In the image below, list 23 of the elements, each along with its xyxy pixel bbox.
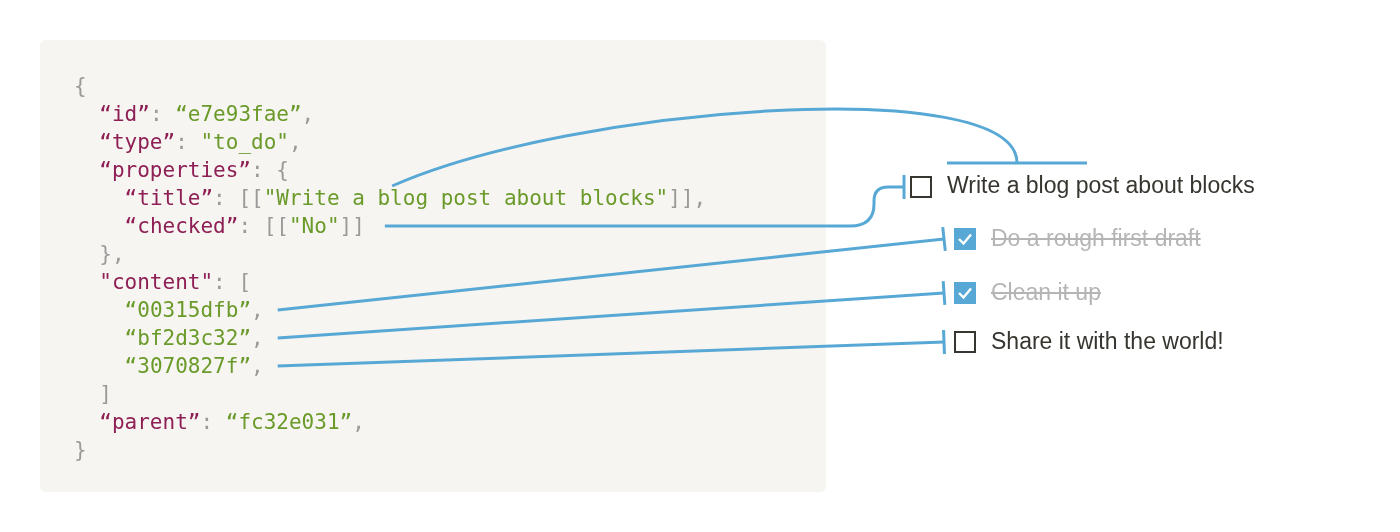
leader-line [277,225,947,312]
code-line: “title”: [["Write a blog post about blocks"]], [124,184,707,212]
code-line: “bf2d3c32”, [124,324,264,352]
code-line: “00315dfb”, [124,296,264,324]
leader-line [277,328,946,368]
code-line: “parent”: “fc32e031”, [99,408,365,436]
code-line: “3070827f”, [124,352,264,380]
leader-line [277,279,947,340]
checkbox-icon [954,331,976,353]
code-line: “type”: "to_do", [99,128,302,156]
code-line: “id”: “e7e93fae”, [99,100,315,128]
code-line: }, [99,240,125,268]
code-line: } [74,436,87,464]
checked-checkbox-icon [954,282,976,304]
todo-text: Share it with the world! [991,327,1224,355]
checked-checkbox-icon [954,228,976,250]
code-line: “properties”: { [99,156,289,184]
code-line: ] [99,380,112,408]
code-line: “checked”: [["No"]] [124,212,365,240]
todo-text: Do a rough first draft [991,224,1201,252]
code-line: "content": [ [99,268,252,296]
todo-text: Clean it up [991,278,1101,306]
code-line: { [74,72,87,100]
